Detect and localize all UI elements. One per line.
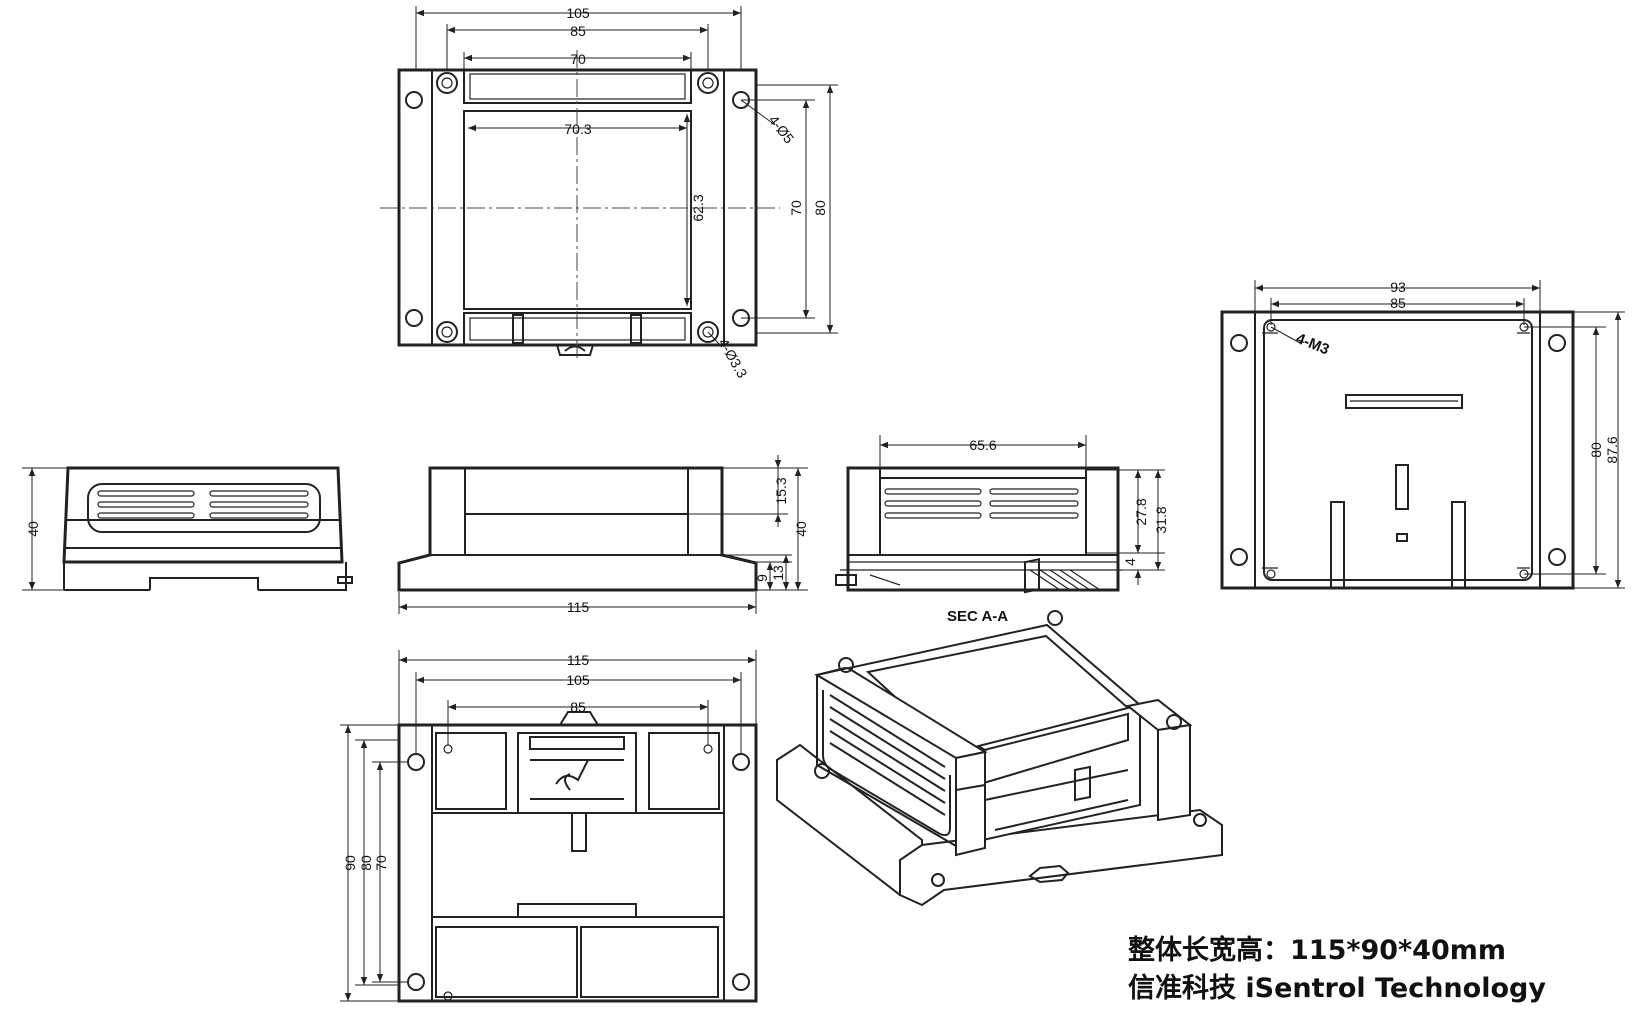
dim-bottom-height-90: 90: [342, 855, 358, 871]
isometric-view: [776, 557, 1223, 907]
dim-section-height-31-8: 31.8: [1153, 506, 1169, 533]
dim-front-top-15-3: 15.3: [773, 477, 789, 504]
footer-company: 信准科技 iSentrol Technology: [1128, 973, 1546, 1004]
dim-top-height-80: 80: [812, 200, 828, 216]
dim-section-height-27-8: 27.8: [1133, 498, 1149, 525]
top-view: 105 85 70 70.3 62.3 70 80 4-Ø5 4-Ø3.3: [380, 5, 838, 381]
dim-inner-height-87-6: 87.6: [1604, 436, 1620, 463]
dim-inner-holes-85: 85: [1390, 295, 1406, 311]
dim-top-holes-85: 85: [570, 23, 586, 39]
side-view-left: 40: [22, 466, 353, 591]
dim-front-base-9: 9: [754, 574, 770, 582]
dim-top-window-70: 70: [570, 51, 586, 67]
dim-window-inner-70-3: 70.3: [564, 121, 591, 137]
dim-front-height-40: 40: [793, 521, 809, 537]
section-title: SEC A-A: [947, 608, 1008, 625]
label-holes-4-m3: 4-M3: [1294, 330, 1332, 359]
dim-inner-height-80: 80: [1588, 442, 1604, 458]
dim-top-height-70: 70: [788, 200, 804, 216]
dim-bottom-inner-85: 85: [570, 699, 586, 715]
dim-window-height-62-3: 62.3: [690, 194, 706, 221]
dim-bottom-holes-105: 105: [566, 672, 590, 688]
dim-section-floor-4: 4: [1122, 558, 1138, 566]
dim-front-base-13: 13: [770, 565, 786, 581]
dim-bottom-length-115: 115: [567, 652, 590, 668]
dim-bottom-height-80: 80: [358, 855, 374, 871]
section-view: 65.6 27.8 31.8 4 SEC A-A: [835, 435, 1169, 625]
label-holes-4-d3-3: 4-Ø3.3: [715, 336, 750, 381]
dim-section-width-65-6: 65.6: [969, 437, 996, 453]
dim-bottom-height-70: 70: [373, 855, 389, 871]
front-view: 40 15.3 9 13 115: [397, 455, 809, 615]
label-holes-4-d5: 4-Ø5: [766, 112, 798, 147]
dim-top-width-105: 105: [566, 5, 590, 21]
footer-dimensions: 整体长宽高：115*90*40mm: [1128, 935, 1507, 966]
inner-view: 93 85 4-M3 80 87.6: [1220, 279, 1625, 590]
bottom-view: 115 105 85 90 80 70: [340, 650, 758, 1003]
dim-side-height-40: 40: [25, 521, 41, 537]
dim-front-length-115: 115: [567, 599, 590, 615]
dim-inner-width-93: 93: [1390, 279, 1406, 295]
